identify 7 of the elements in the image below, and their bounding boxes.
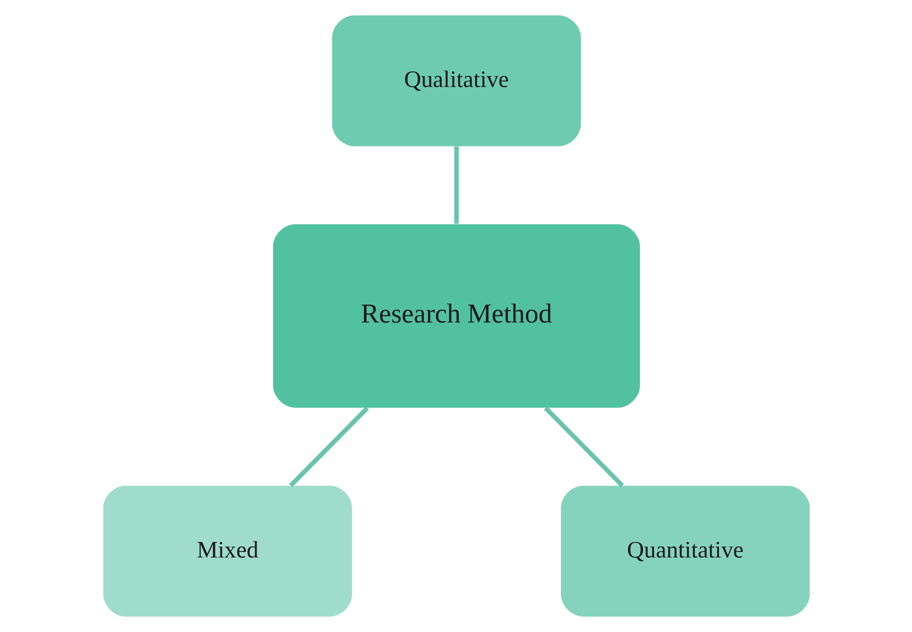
node-box: Mixed — [102, 486, 352, 617]
connector — [544, 406, 624, 488]
node-box: Quantitative — [560, 486, 810, 617]
connector — [454, 146, 458, 224]
node-box: Qualitative — [332, 15, 580, 146]
node-box: Research Method — [272, 224, 640, 408]
connector — [288, 406, 368, 488]
